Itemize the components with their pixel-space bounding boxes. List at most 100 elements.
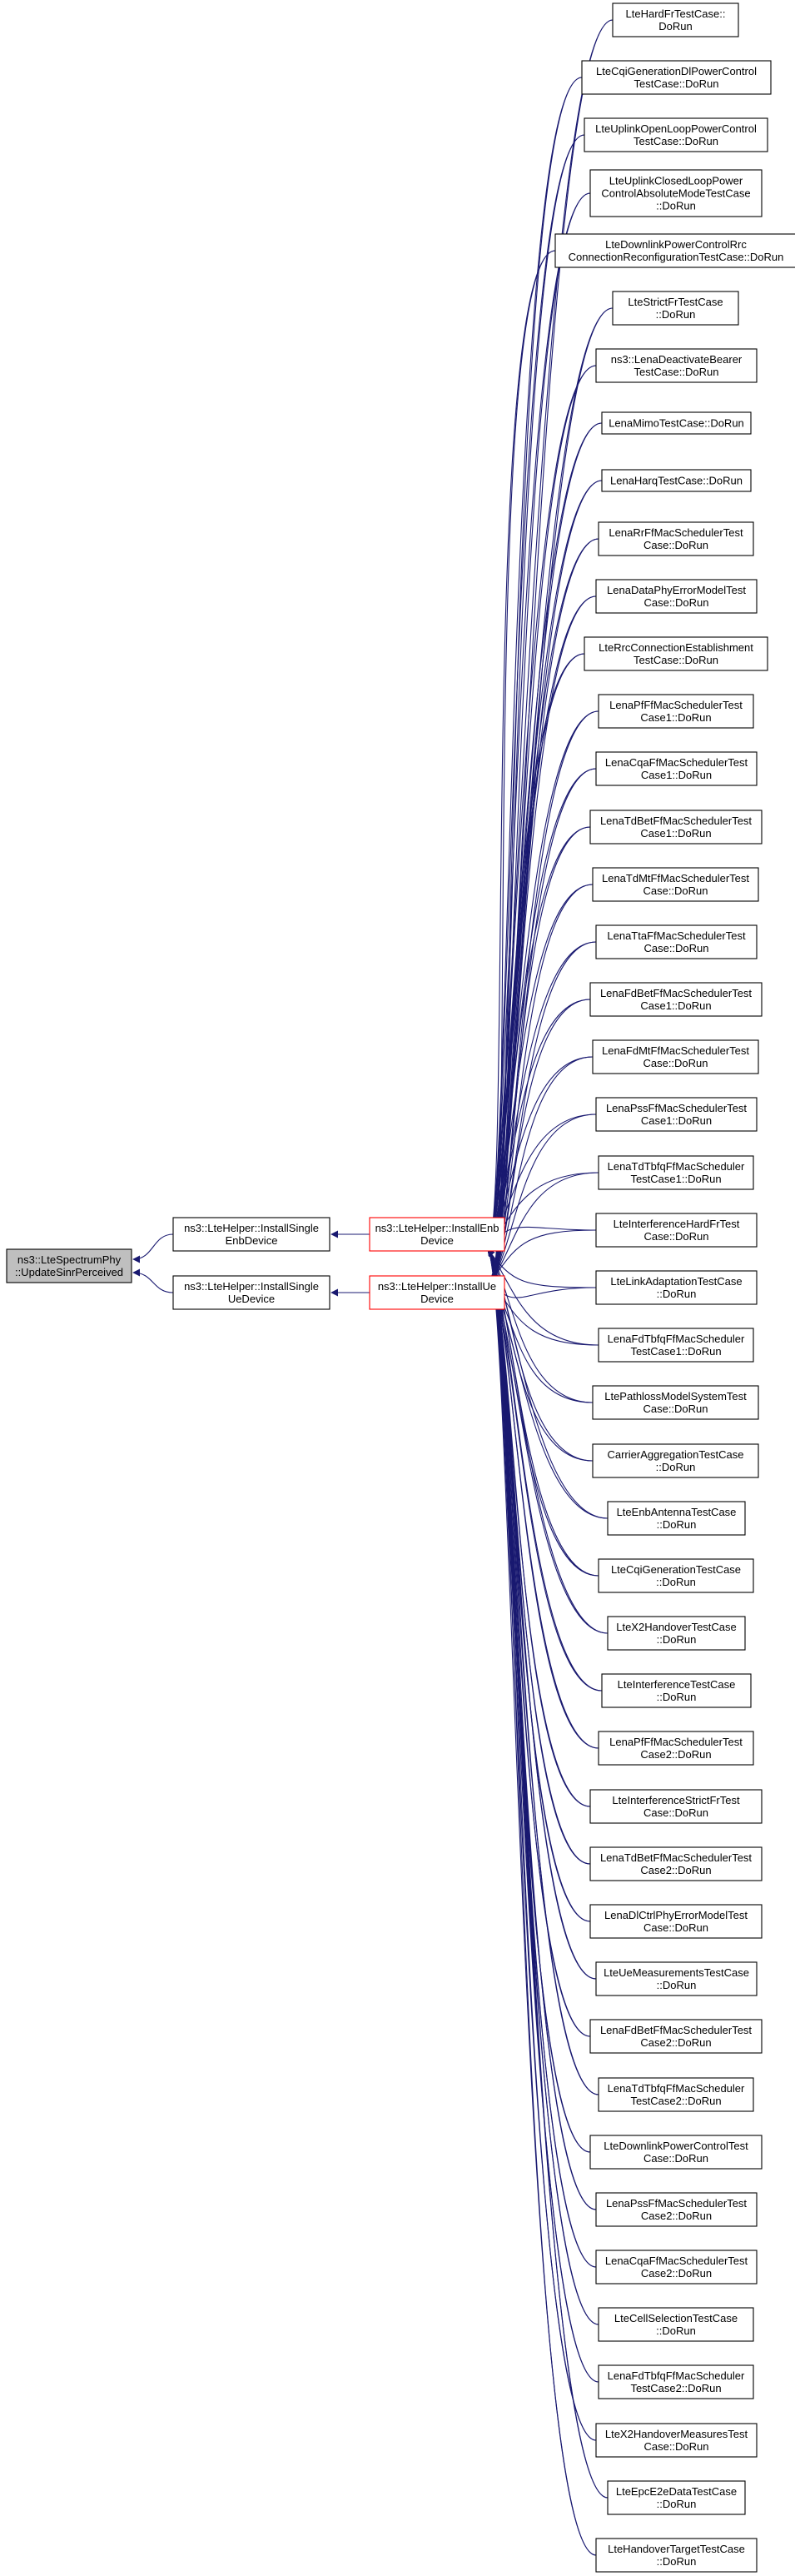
node-label-line: Case::DoRun: [643, 1230, 708, 1243]
edge-to-level2: [490, 1280, 591, 1807]
node-box: [598, 1328, 754, 1363]
edge-to-level2: [487, 365, 597, 1250]
node-label-line: DoRun: [658, 20, 692, 32]
node-label-line: ns3::LteHelper::InstallUe: [378, 1280, 496, 1293]
node-label-line: Case2::DoRun: [640, 1864, 711, 1876]
caller-lteenbantennatestcase-dorun[interactable]: LteEnbAntennaTestCase::DoRun: [607, 1501, 746, 1536]
caller-lenamimotestcase-dorun[interactable]: LenaMimoTestCase::DoRun: [601, 411, 752, 435]
node-label-line: LenaMimoTestCase::DoRun: [609, 417, 744, 430]
node-label-line: ::DoRun: [656, 2324, 696, 2337]
node-label-line: LteHandoverTargetTestCase: [608, 2543, 745, 2555]
caller-lteinterferencetestcase-dorun[interactable]: LteInterferenceTestCase::DoRun: [601, 1673, 752, 1708]
node-box: [592, 1039, 759, 1074]
node-label-line: LenaFdBetFfMacSchedulerTest: [600, 987, 752, 999]
node-label-line: LteInterferenceTestCase: [618, 1678, 736, 1691]
node-label-line: ConnectionReconfigurationTestCase::DoRun: [569, 251, 784, 263]
node-label-line: ::DoRun: [657, 1979, 697, 1991]
edge-to-level2: [490, 1229, 597, 1282]
caller-ltestrictfrtestcase-dorun[interactable]: LteStrictFrTestCase::DoRun: [612, 291, 739, 326]
caller-carrieraggregationtestcase-dorun[interactable]: CarrierAggregationTestCase::DoRun: [592, 1443, 759, 1478]
caller-lteuplinkclosedlooppowercontrolabsolutemodetestcase-dorun[interactable]: LteUplinkClosedLoopPowerControlAbsoluteM…: [589, 169, 763, 217]
node-box: [598, 521, 754, 556]
node-box: [595, 348, 758, 383]
node-box: [601, 411, 752, 435]
node-label-line: Case1::DoRun: [641, 769, 712, 781]
node-box: [595, 2423, 758, 2458]
edge-to-level2: [487, 1248, 609, 1519]
caller-ltedownlinkpowercontrolrrcconnectionreconfigurationtestcase-dorun[interactable]: LteDownlinkPowerControlRrcConnectionReco…: [554, 233, 795, 268]
node-label-line: LenaFdBetFfMacSchedulerTest: [600, 2024, 752, 2036]
node-label-line: UeDevice: [228, 1293, 275, 1305]
node-box: [598, 2364, 754, 2399]
node-label-line: Case::DoRun: [643, 1403, 708, 1415]
node-label-line: LenaPssFfMacSchedulerTest: [606, 1102, 747, 1114]
caller-ltex2handovertestcase-dorun[interactable]: LteX2HandoverTestCase::DoRun: [607, 1616, 746, 1651]
node-box: [581, 60, 772, 95]
node-box: [584, 117, 768, 152]
caller-ltelinkadaptationtestcase-dorun[interactable]: LteLinkAdaptationTestCase::DoRun: [595, 1270, 758, 1305]
node-label-line: LteEpcE2eDataTestCase: [616, 2485, 737, 2498]
node-box: [6, 1248, 132, 1283]
node-label-line: LenaPfFfMacSchedulerTest: [609, 1736, 743, 1748]
node-box: [592, 867, 759, 902]
node-label-line: Case::DoRun: [643, 1806, 708, 1819]
caller-ltecqigenerationtestcase-dorun[interactable]: LteCqiGenerationTestCase::DoRun: [598, 1558, 754, 1593]
node-box: [595, 2250, 758, 2285]
node-box: [592, 1385, 759, 1420]
caller-ltehandovertargettestcase-dorun[interactable]: LteHandoverTargetTestCase::DoRun: [595, 2538, 758, 2573]
node-box: [369, 1217, 505, 1252]
caller-ltehardfrtestcase-dorun[interactable]: LteHardFrTestCase::DoRun: [612, 2, 739, 37]
caller-lteepce2edatatestcase-dorun[interactable]: LteEpcE2eDataTestCase::DoRun: [607, 2480, 746, 2515]
caller-ltecellselectiontestcase-dorun[interactable]: LteCellSelectionTestCase::DoRun: [598, 2307, 754, 2342]
node-label-line: LteEnbAntennaTestCase: [617, 1506, 737, 1518]
caller-lterrcconnectionestablishmenttestcase-dorun[interactable]: LteRrcConnectionEstablishmentTestCase::D…: [584, 636, 768, 671]
node-label-line: Case1::DoRun: [640, 827, 711, 840]
node-label-line: LteInterferenceHardFrTest: [614, 1218, 740, 1230]
root-node[interactable]: ns3::LteSpectrumPhy::UpdateSinrPerceived: [6, 1248, 132, 1283]
caller-lenaharqtestcase-dorun[interactable]: LenaHarqTestCase::DoRun: [601, 469, 752, 492]
node-box: [172, 1275, 330, 1310]
caller-lteuemeasurementstestcase-dorun[interactable]: LteUeMeasurementsTestCase::DoRun: [595, 1961, 758, 1996]
node-box: [595, 751, 758, 786]
edge-to-level2: [490, 1280, 603, 1692]
node-label-line: ::DoRun: [656, 308, 696, 321]
caller-lteuplinkopenlooppowercontroltestcase-dorun[interactable]: LteUplinkOpenLoopPowerControlTestCase::D…: [584, 117, 768, 152]
caller-ltecqigenerationdlpowercontroltestcase-dorun[interactable]: LteCqiGenerationDlPowerControlTestCase::…: [581, 60, 772, 95]
node-box: [589, 1789, 763, 1824]
edge-to-level2: [490, 999, 591, 1282]
node-label-line: TestCase::DoRun: [634, 135, 718, 147]
node-label-line: ns3::LteHelper::InstallSingle: [184, 1280, 319, 1293]
node-box: [612, 291, 739, 326]
